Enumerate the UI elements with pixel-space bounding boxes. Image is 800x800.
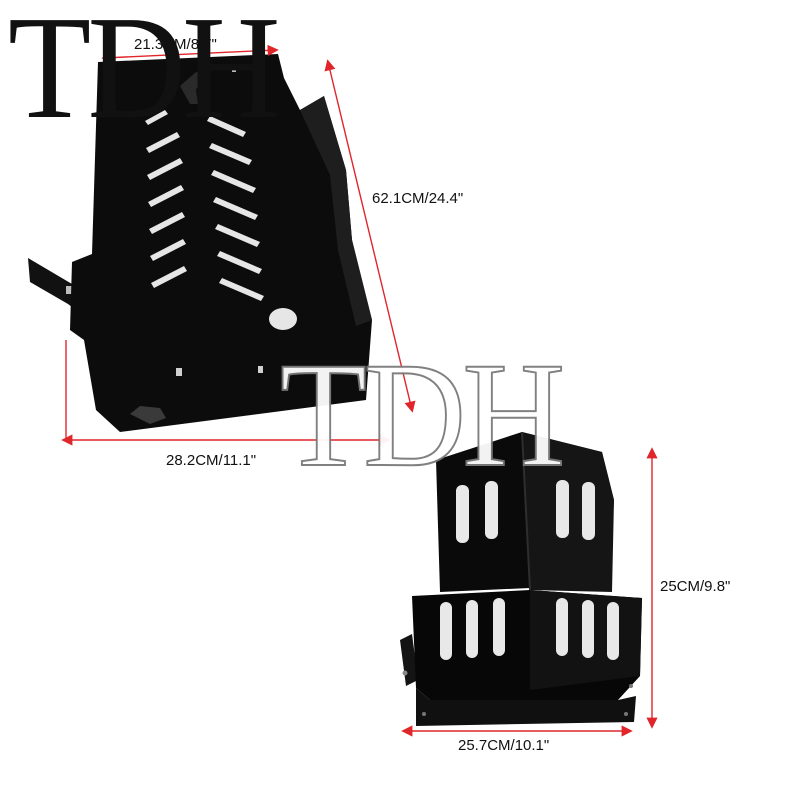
plate-length-label: 62.1CM/24.4" [372, 190, 464, 207]
brand-watermark: TDH [279, 332, 566, 498]
guard-width-label: 25.7CM/10.1" [458, 737, 550, 754]
guard-height-label: 25CM/9.8" [660, 578, 731, 595]
plate-bottom-width-label: 28.2CM/11.1" [166, 452, 257, 469]
plate-top-width-label: 21.3CM/8.7" [134, 36, 217, 53]
brand-logo: TDH [8, 0, 280, 150]
engine-guard [400, 431, 642, 726]
dimension-arrows [61, 44, 658, 737]
